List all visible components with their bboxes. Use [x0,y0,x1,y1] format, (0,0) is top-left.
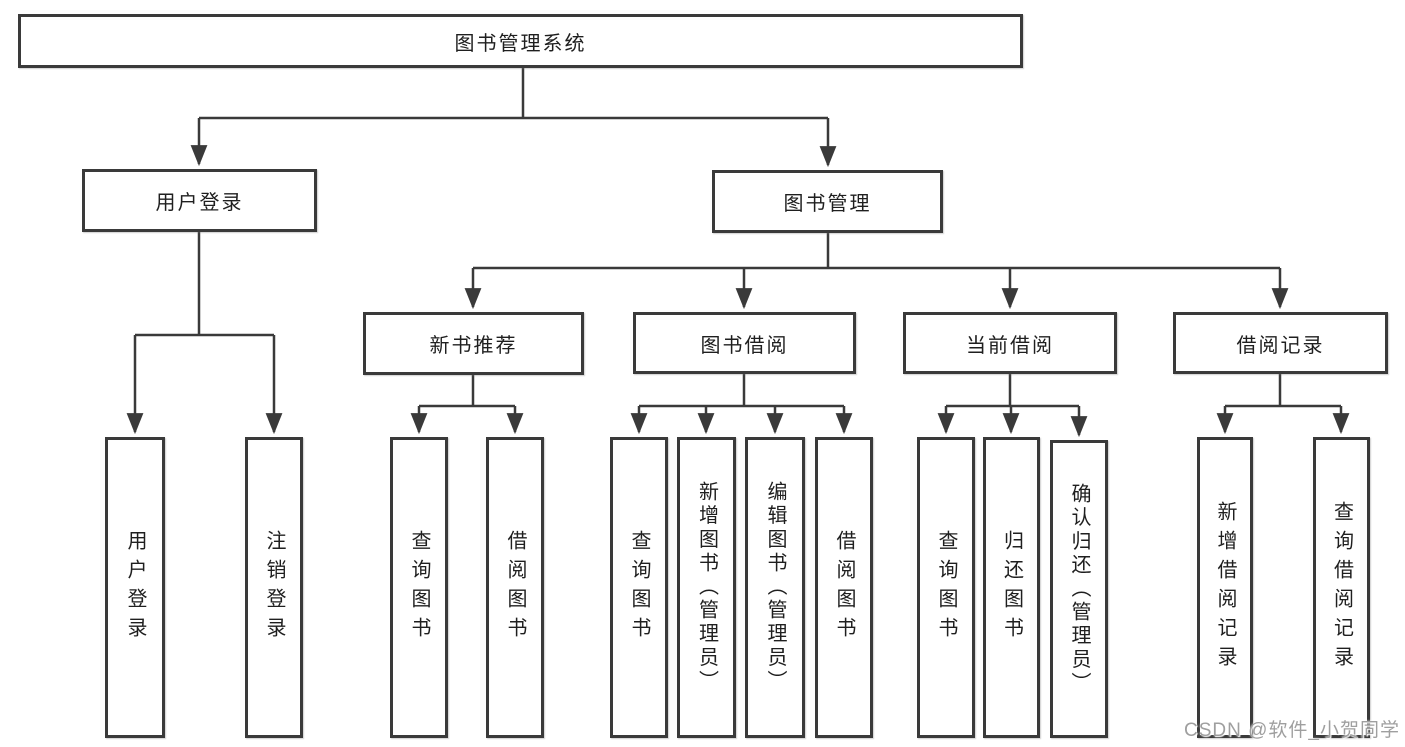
node-book-management: 图书管理 [712,170,943,233]
leaf-label: 编辑图书（管理员） [764,481,786,694]
leaf-user-login: 用户登录 [105,437,165,738]
leaf-label: 查询图书 [935,529,957,646]
leaf-add-borrow-record: 新增借阅记录 [1197,437,1253,738]
leaf-label: 查询图书 [628,529,650,646]
leaf-label: 确认归还（管理员） [1068,482,1090,696]
leaf-label: 用户登录 [124,529,146,646]
node-book-borrow: 图书借阅 [633,312,856,374]
leaf-query-books-1: 查询图书 [390,437,448,738]
leaf-label: 借阅图书 [504,529,526,646]
leaf-borrow-books-1: 借阅图书 [486,437,544,738]
leaf-query-books-2: 查询图书 [610,437,668,738]
leaf-borrow-books-2: 借阅图书 [815,437,873,738]
leaf-label: 新增借阅记录 [1214,500,1236,675]
leaf-label: 新增图书（管理员） [695,481,718,694]
leaf-edit-book-admin: 编辑图书（管理员） [745,437,805,738]
leaf-label: 注销登录 [263,529,285,646]
leaf-label: 归还图书 [1000,529,1023,646]
node-new-book-recommend: 新书推荐 [363,312,584,375]
node-root: 图书管理系统 [18,14,1023,68]
node-user-login: 用户登录 [82,169,317,232]
leaf-add-book-admin: 新增图书（管理员） [677,437,736,738]
leaf-query-books-3: 查询图书 [917,437,975,738]
node-current-borrow: 当前借阅 [903,312,1117,374]
leaf-query-borrow-record: 查询借阅记录 [1313,437,1370,738]
leaf-confirm-return-admin: 确认归还（管理员） [1050,440,1108,738]
node-borrow-records: 借阅记录 [1173,312,1388,374]
watermark-text: CSDN @软件_小贺同学 [1184,720,1400,741]
leaf-label: 查询借阅记录 [1330,500,1353,675]
leaf-return-book: 归还图书 [983,437,1040,738]
leaf-logout: 注销登录 [245,437,303,738]
leaf-label: 借阅图书 [833,529,855,646]
leaf-label: 查询图书 [408,529,430,646]
